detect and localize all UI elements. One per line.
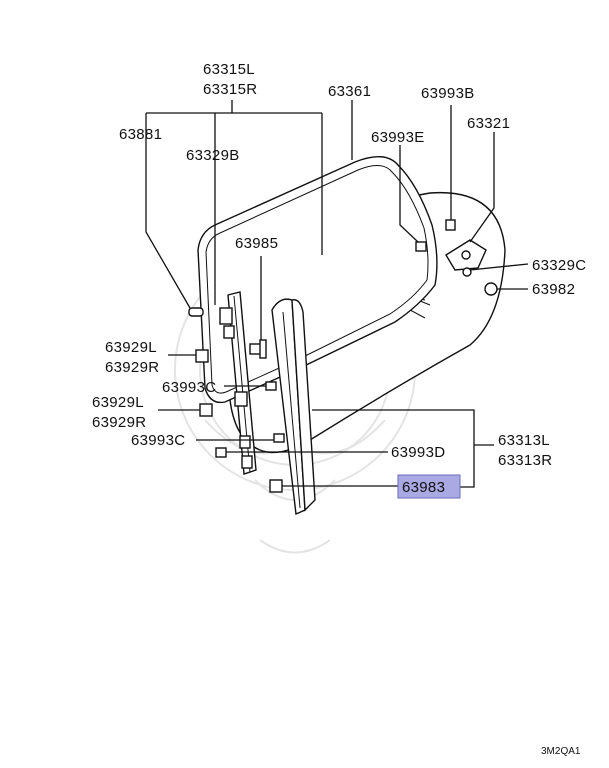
hardware <box>188 219 498 493</box>
label-63983[interactable]: 63983 <box>402 479 445 496</box>
front-channel <box>219 291 257 475</box>
label-63881[interactable]: 63881 <box>119 126 162 143</box>
rear-channel <box>271 298 316 516</box>
label-63361[interactable]: 63361 <box>328 83 371 100</box>
label-63313l[interactable]: 63313L <box>498 432 550 449</box>
label-63993b[interactable]: 63993B <box>421 85 475 102</box>
label-63329b[interactable]: 63329B <box>186 147 240 164</box>
label-63993e[interactable]: 63993E <box>371 129 425 146</box>
label-63315l[interactable]: 63315L <box>203 61 255 78</box>
label-63929r-b[interactable]: 63929R <box>92 414 146 431</box>
label-63993c-a[interactable]: 63993C <box>162 379 216 396</box>
label-63929l-a[interactable]: 63929L <box>105 339 157 356</box>
part-labels: 63315L 63315R 63361 63993B 63881 63329B … <box>92 61 586 496</box>
label-63985[interactable]: 63985 <box>235 235 278 252</box>
label-63982[interactable]: 63982 <box>532 281 575 298</box>
label-63315r[interactable]: 63315R <box>203 81 257 98</box>
label-63313r[interactable]: 63313R <box>498 452 552 469</box>
label-63929l-b[interactable]: 63929L <box>92 394 144 411</box>
label-63321[interactable]: 63321 <box>467 115 510 132</box>
label-63929r-a[interactable]: 63929R <box>105 359 159 376</box>
highlight-box <box>397 474 461 499</box>
label-63993c-b[interactable]: 63993C <box>131 432 185 449</box>
label-63993d[interactable]: 63993D <box>391 444 445 461</box>
label-63329c[interactable]: 63329C <box>532 257 586 274</box>
diagram-code: 3M2QA1 <box>541 746 581 757</box>
leader-lines <box>145 100 529 488</box>
